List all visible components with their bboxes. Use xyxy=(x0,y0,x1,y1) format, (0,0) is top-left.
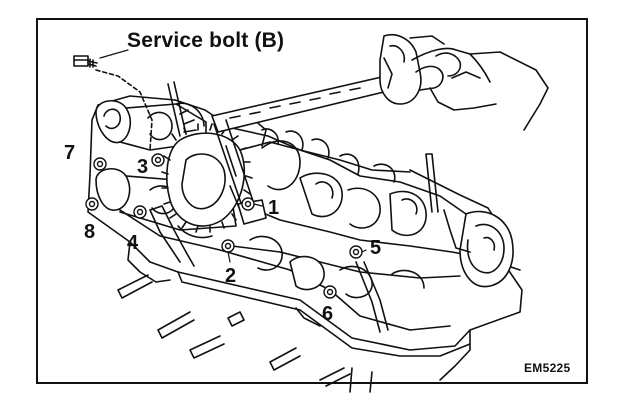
bolt-number-3: 3 xyxy=(137,156,149,178)
service-bolt-label: Service bolt (B) xyxy=(127,29,285,52)
rear-valve-parts xyxy=(239,117,396,183)
bolt-number-6: 6 xyxy=(322,303,334,325)
bolt-6-icon xyxy=(323,285,337,299)
bolt-1-icon xyxy=(241,197,255,211)
bolt-5-icon xyxy=(349,245,363,259)
service-bolt-icon xyxy=(73,55,98,68)
bolt-number-5: 5 xyxy=(370,237,382,259)
cylinder-head-outline xyxy=(87,95,523,381)
figure-code: EM5225 xyxy=(524,361,571,375)
bolt-number-7: 7 xyxy=(64,142,76,164)
bolt-leader-line xyxy=(95,69,153,151)
bolt-3-icon xyxy=(151,153,165,167)
bolt-8-icon xyxy=(85,197,99,211)
head-lower-studs xyxy=(117,274,373,393)
hand-holding-wrench-icon xyxy=(379,34,549,131)
camshaft-right xyxy=(231,140,475,299)
rear-rods xyxy=(167,81,439,333)
bolt-number-2: 2 xyxy=(225,265,237,287)
bolt-2-icon xyxy=(221,239,235,253)
bolt-number-8: 8 xyxy=(84,221,96,243)
callout-leaders xyxy=(151,157,367,263)
bolt-7-icon xyxy=(93,157,107,171)
camshaft-end-housing xyxy=(443,209,514,288)
figure-frame xyxy=(36,18,588,384)
bolt-number-4: 4 xyxy=(127,232,139,254)
bolt-4-icon xyxy=(133,205,147,219)
cam-sprocket xyxy=(149,123,253,267)
bolt-number-1: 1 xyxy=(268,197,280,219)
